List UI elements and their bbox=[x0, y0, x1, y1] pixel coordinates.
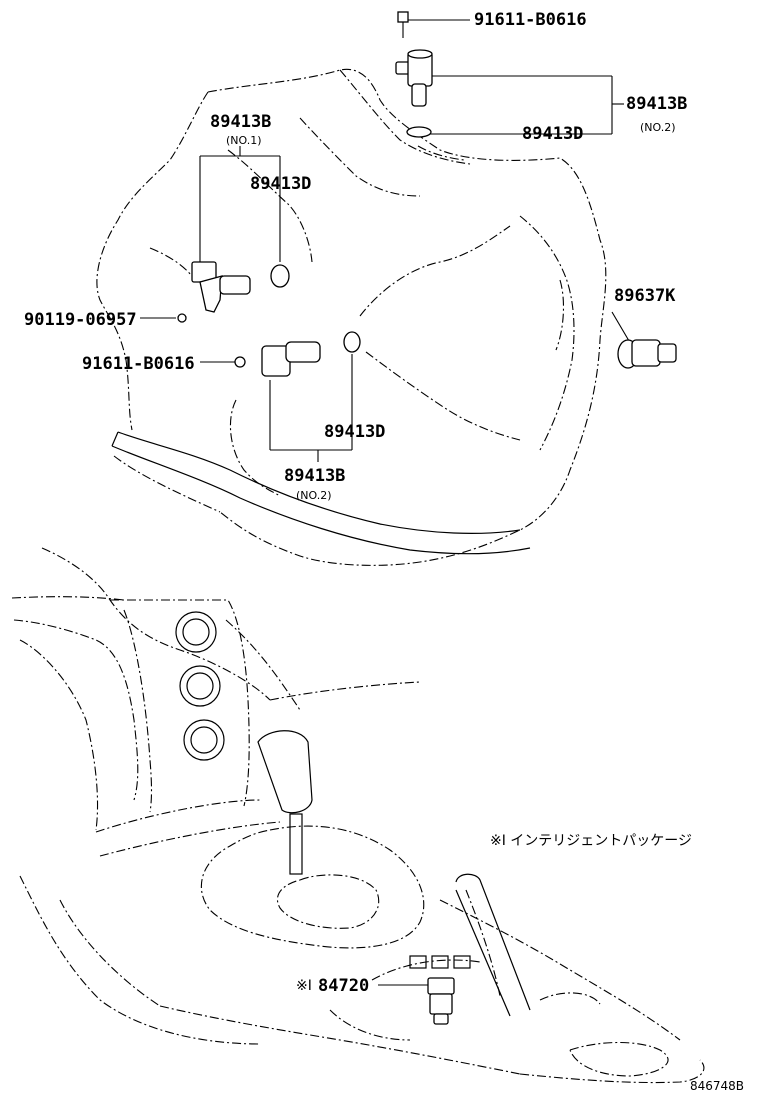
label-oring-no1: 89413D bbox=[250, 174, 312, 194]
sensor-right bbox=[617, 339, 677, 369]
label-oring-top: 89413D bbox=[522, 124, 584, 144]
label-sensor-no2-bottom: 89413B bbox=[284, 466, 346, 486]
console-knobs bbox=[175, 611, 225, 761]
label-sensor-no2-top: 89413B bbox=[626, 94, 688, 114]
sensor-no1 bbox=[177, 261, 290, 323]
switch-84720 bbox=[409, 955, 471, 1025]
sensor-no2-top bbox=[395, 11, 433, 138]
sensor-no2-bottom bbox=[234, 331, 361, 377]
diagram-code: 846748B bbox=[690, 1079, 745, 1093]
shift-lever bbox=[257, 730, 313, 875]
label-sensor-no1: 89413B bbox=[210, 112, 272, 132]
transmission-outline bbox=[96, 68, 607, 566]
label-bolt-left: 90119-06957 bbox=[24, 310, 137, 330]
label-sensor-no2-top-sub: (NO.2) bbox=[640, 121, 676, 134]
label-sensor-no1-sub: (NO.1) bbox=[226, 134, 262, 147]
package-note: ※I インテリジェントパッケージ bbox=[490, 833, 693, 849]
label-bolt-mid: 91611-B0616 bbox=[82, 354, 195, 374]
label-sensor-right: 89637K bbox=[614, 286, 676, 306]
console-outline bbox=[11, 547, 705, 1084]
label-sensor-no2-bottom-sub: (NO.2) bbox=[296, 489, 332, 502]
label-switch: 84720 bbox=[318, 976, 370, 996]
label-bolt-top: 91611-B0616 bbox=[474, 10, 587, 30]
handbrake-lever bbox=[455, 873, 531, 1017]
label-switch-mark: ※I bbox=[296, 978, 312, 994]
label-oring-bottom: 89413D bbox=[324, 422, 386, 442]
